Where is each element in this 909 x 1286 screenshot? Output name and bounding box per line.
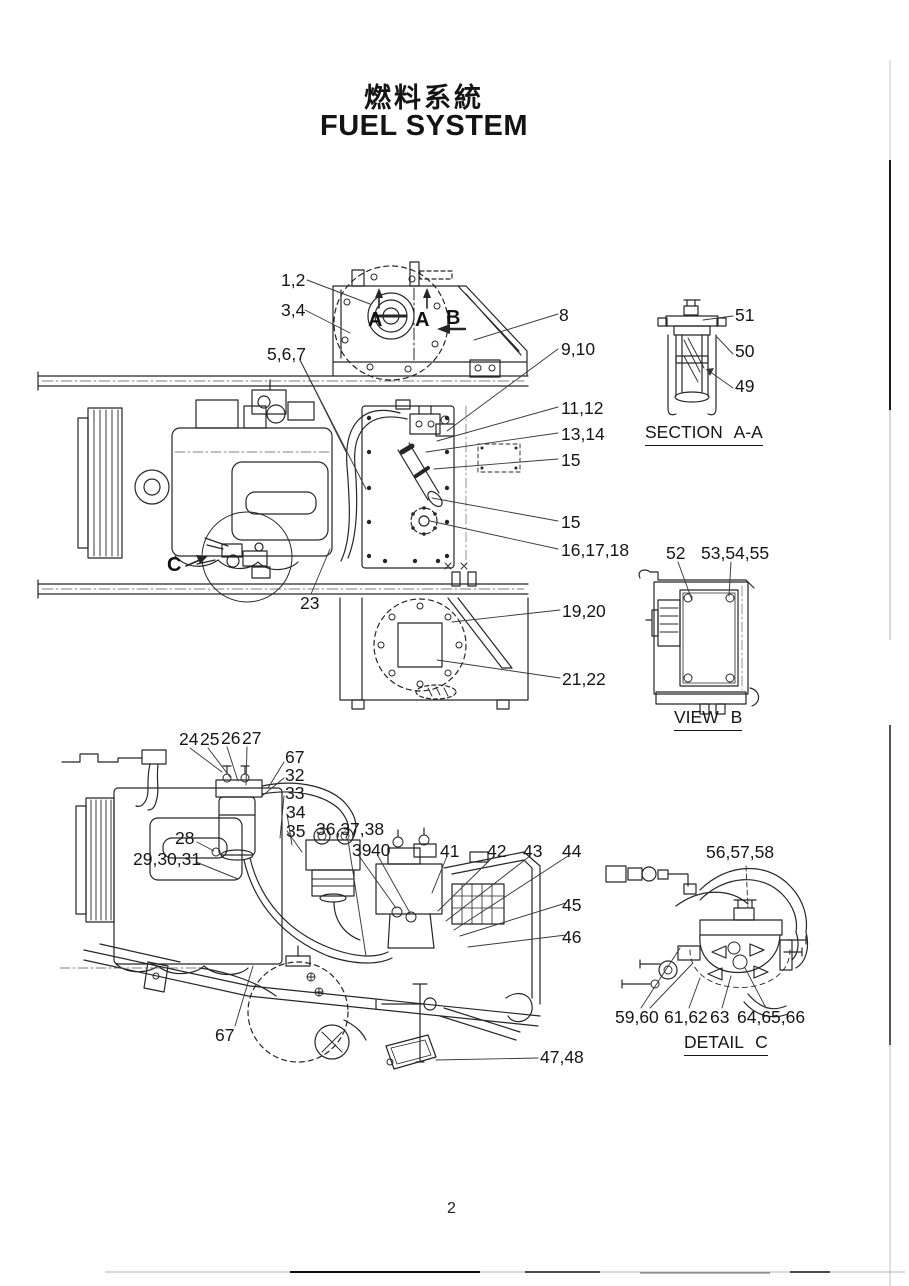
callout-23: 23 xyxy=(300,593,320,613)
callout-46: 46 xyxy=(562,927,582,947)
caption-section-aa: SECTION A-A xyxy=(645,423,763,446)
callout-9-10: 9,10 xyxy=(561,339,596,359)
callout-29-30-31: 29,30,31 xyxy=(133,849,202,869)
callout-53-54-55: 53,54,55 xyxy=(701,543,770,563)
section-marker-a-right: A xyxy=(415,309,430,331)
callout-33: 33 xyxy=(285,783,305,803)
callout-5-6-7: 5,6,7 xyxy=(267,344,306,364)
callout-50: 50 xyxy=(735,341,755,361)
caption-view-b: VIEW B xyxy=(674,708,743,731)
page-title-japanese: 燃料系統 xyxy=(364,83,484,113)
callout-40: 40 xyxy=(371,840,391,860)
callout-51: 51 xyxy=(735,305,755,325)
callout-8: 8 xyxy=(559,305,569,325)
callout-47-48: 47,48 xyxy=(540,1047,584,1067)
callout-61-62: 61,62 xyxy=(664,1007,708,1027)
callout-15-b: 15 xyxy=(561,512,581,532)
callout-45: 45 xyxy=(562,895,582,915)
callout-21-22: 21,22 xyxy=(562,669,606,689)
callout-63: 63 xyxy=(710,1007,730,1027)
callout-67-a: 67 xyxy=(285,747,305,767)
callout-27: 27 xyxy=(242,728,262,748)
callout-44: 44 xyxy=(562,841,582,861)
callout-36-37-38: 36,37,38 xyxy=(316,819,385,839)
callout-39: 39 xyxy=(352,840,372,860)
callout-35: 35 xyxy=(286,821,306,841)
callout-3-4: 3,4 xyxy=(281,300,306,320)
callout-67-b: 67 xyxy=(215,1025,235,1045)
callout-64-65-66: 64,65,66 xyxy=(737,1007,806,1027)
callout-28: 28 xyxy=(175,828,195,848)
page-title-english: FUEL SYSTEM xyxy=(320,110,528,142)
callout-42: 42 xyxy=(487,841,507,861)
callout-52: 52 xyxy=(666,543,686,563)
detail-marker-c: C xyxy=(167,554,182,576)
callout-24: 24 xyxy=(179,729,199,749)
callout-25: 25 xyxy=(200,729,220,749)
view-marker-b: B xyxy=(446,307,461,329)
callout-13-14: 13,14 xyxy=(561,424,605,444)
callout-16-17-18: 16,17,18 xyxy=(561,540,630,560)
section-marker-a-left: A xyxy=(368,309,383,331)
callout-59-60: 59,60 xyxy=(615,1007,659,1027)
callout-34: 34 xyxy=(286,802,306,822)
callout-26: 26 xyxy=(221,728,241,748)
callout-49: 49 xyxy=(735,376,755,396)
callout-32: 32 xyxy=(285,765,305,785)
callout-1-2: 1,2 xyxy=(281,270,306,290)
caption-detail-c: DETAIL C xyxy=(684,1033,768,1056)
callout-41: 41 xyxy=(440,841,460,861)
callout-19-20: 19,20 xyxy=(562,601,606,621)
callout-15-a: 15 xyxy=(561,450,581,470)
callout-56-57-58: 56,57,58 xyxy=(706,842,775,862)
callout-11-12: 11,12 xyxy=(561,398,604,418)
callout-43: 43 xyxy=(523,841,543,861)
page-number: 2 xyxy=(447,1200,456,1217)
